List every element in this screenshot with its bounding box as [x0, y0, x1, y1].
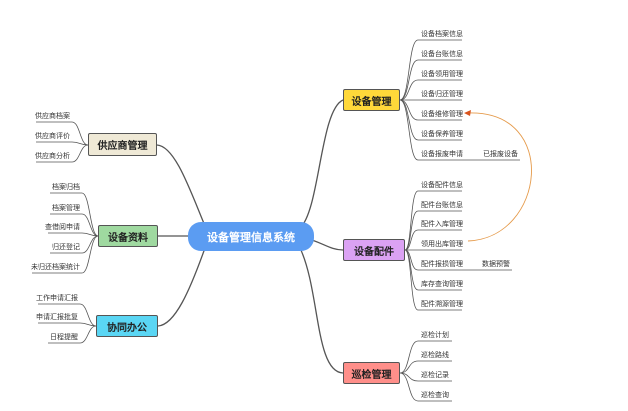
branch-line-supplier	[156, 144, 206, 227]
relation-arrowhead	[464, 110, 471, 116]
leaf-office-1[interactable]: 工作申请汇报	[36, 294, 78, 302]
leaf-data-warning[interactable]: 数据预警	[482, 260, 510, 268]
leaf-equipment-mgmt-2[interactable]: 设备台账信息	[421, 50, 463, 58]
branch-line-office	[157, 247, 206, 327]
leaf-supplier-3[interactable]: 供应商分析	[35, 152, 70, 160]
leaf-supplier-2[interactable]: 供应商评价	[35, 132, 70, 140]
node-supplier-management[interactable]: 供应商管理	[88, 133, 157, 156]
leaf-inspection-3[interactable]: 巡检记录	[421, 371, 449, 379]
leaf-equipment-mgmt-4[interactable]: 设备归还管理	[421, 90, 463, 98]
leaf-data-2[interactable]: 档案管理	[52, 204, 80, 212]
leaf-parts-6[interactable]: 库存查询管理	[421, 280, 463, 288]
leaf-data-4[interactable]: 归还登记	[52, 243, 80, 251]
leaf-inspection-1[interactable]: 巡检计划	[421, 331, 449, 339]
leaf-parts-2[interactable]: 配件台账信息	[421, 201, 463, 209]
leaf-parts-4[interactable]: 领用出库管理	[421, 240, 463, 248]
leaf-inspection-4[interactable]: 巡检查询	[421, 391, 449, 399]
relation-connector	[467, 112, 532, 242]
leaf-inspection-2[interactable]: 巡检路线	[421, 351, 449, 359]
node-equipment-data[interactable]: 设备资料	[98, 225, 158, 247]
leaf-data-3[interactable]: 查借阅申请	[45, 223, 80, 231]
leaf-parts-1[interactable]: 设备配件信息	[421, 181, 463, 189]
leaf-parts-3[interactable]: 配件入库管理	[421, 220, 463, 228]
leaf-data-5[interactable]: 未归还档案统计	[31, 263, 80, 271]
leaf-parts-5[interactable]: 配件报损管理	[421, 260, 463, 268]
central-topic[interactable]: 设备管理信息系统	[188, 222, 314, 251]
node-inspection-management[interactable]: 巡检管理	[343, 362, 400, 384]
branch-line-equipment-mgmt	[299, 99, 344, 229]
branch-line-inspection	[299, 247, 344, 374]
leaf-data-1[interactable]: 档案归档	[52, 183, 80, 191]
leaf-supplier-1[interactable]: 供应商档案	[35, 112, 70, 120]
leaf-equipment-mgmt-7[interactable]: 设备报废申请	[421, 150, 463, 158]
leaf-equipment-mgmt-6[interactable]: 设备保养管理	[421, 130, 463, 138]
leaf-equipment-mgmt-1[interactable]: 设备档案信息	[421, 30, 463, 38]
leaf-equipment-mgmt-3[interactable]: 设备领用管理	[421, 70, 463, 78]
node-equipment-parts[interactable]: 设备配件	[343, 239, 405, 261]
leaf-office-3[interactable]: 日程提醒	[50, 333, 78, 341]
leaf-parts-7[interactable]: 配件溯源管理	[421, 300, 463, 308]
node-equipment-management[interactable]: 设备管理	[343, 89, 400, 111]
leaf-scrapped-equipment[interactable]: 已报废设备	[483, 150, 518, 158]
node-collaborative-office[interactable]: 协同办公	[96, 315, 158, 337]
leaf-equipment-mgmt-5[interactable]: 设备维修管理	[421, 110, 463, 118]
leaf-office-2[interactable]: 申请汇报批复	[36, 313, 78, 321]
